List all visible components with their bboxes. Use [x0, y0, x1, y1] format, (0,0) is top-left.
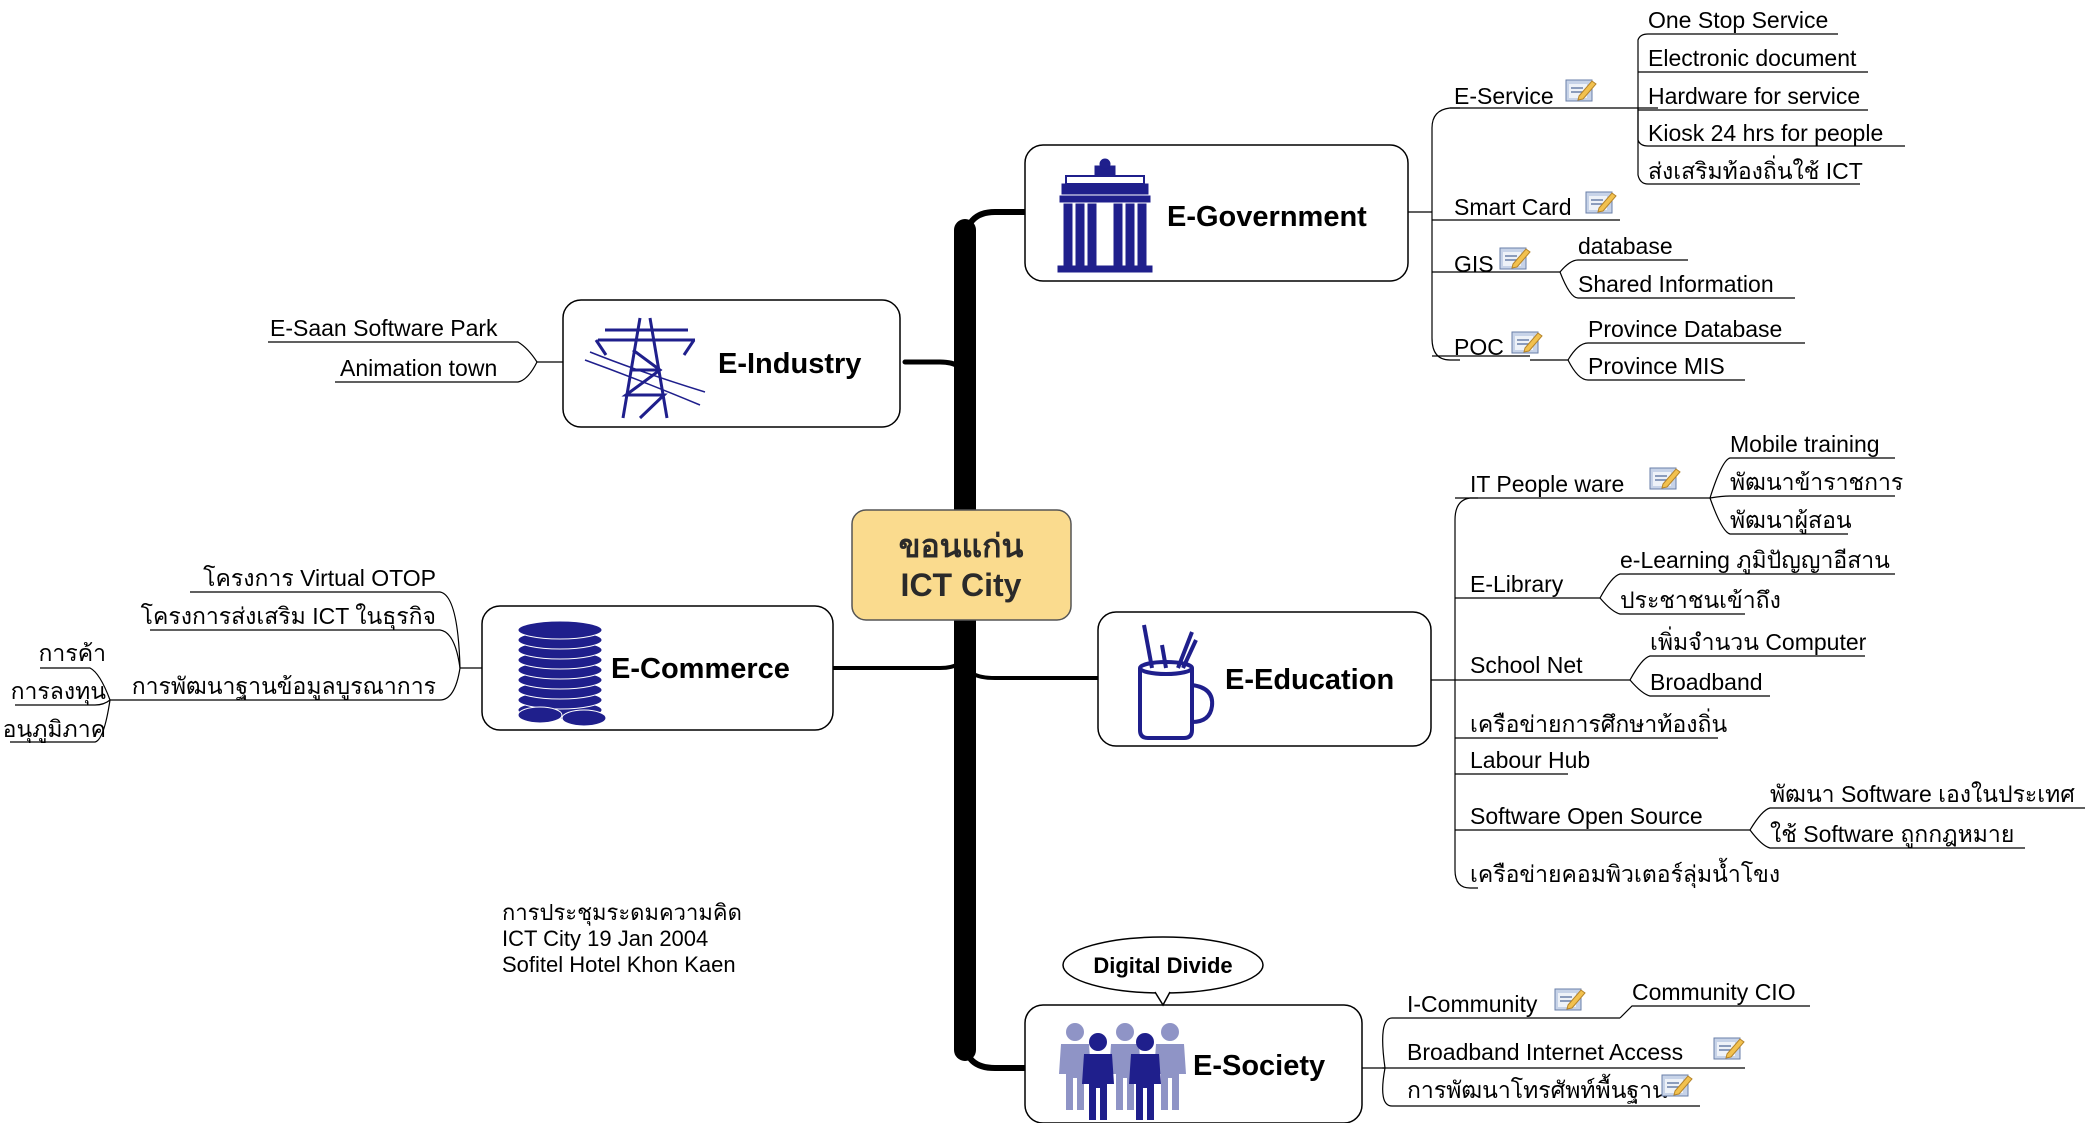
eservice-item-1[interactable]: One Stop Service — [1648, 7, 1828, 33]
broadband-access[interactable]: Broadband Internet Access — [1407, 1039, 1683, 1065]
eservice-item-2[interactable]: Electronic document — [1648, 45, 1857, 71]
ecom-item-1[interactable]: โครงการ Virtual OTOP — [203, 565, 436, 591]
power-tower-icon — [584, 317, 706, 420]
smartcard-label[interactable]: Smart Card — [1454, 194, 1572, 220]
eedu-title: E-Education — [1225, 664, 1394, 696]
ecom-sub-3[interactable]: อนุภูมิภาค — [3, 716, 106, 743]
ecom-title: E-Commerce — [611, 653, 790, 685]
icomm-item-1[interactable]: Community CIO — [1632, 979, 1796, 1005]
library-item-2[interactable]: ประชาชนเข้าถึง — [1620, 587, 1781, 613]
people-group-icon — [1059, 1023, 1186, 1120]
pencil-cup-icon — [1138, 624, 1215, 740]
footnote-line2: ICT City 19 Jan 2004 — [502, 926, 708, 951]
eedu-connectors — [1431, 457, 2085, 889]
note-icon[interactable] — [1499, 247, 1531, 270]
local-network[interactable]: เครือข่ายการศึกษาท้องถิ่น — [1470, 708, 1727, 737]
gis-item-1[interactable]: database — [1578, 233, 1673, 259]
eservice-item-4[interactable]: Kiosk 24 hrs for people — [1648, 120, 1883, 146]
eedu-labels: IT People ware Mobile training พัฒนาข้าร… — [1470, 431, 2075, 888]
esoc-connectors — [1362, 1005, 1810, 1107]
coins-icon — [517, 620, 607, 727]
library-label[interactable]: E-Library — [1470, 571, 1564, 597]
note-icon[interactable] — [1661, 1074, 1693, 1097]
mekong-network[interactable]: เครือข่ายคอมพิวเตอร์ลุ่มน้ำโขง — [1470, 858, 1780, 888]
footnote-line3: Sofitel Hotel Khon Kaen — [502, 952, 736, 977]
poc-item-2[interactable]: Province MIS — [1588, 353, 1725, 379]
eind-connectors — [268, 341, 563, 383]
central-line2: ICT City — [901, 567, 1022, 603]
egov-labels: E-Service One Stop Service Electronic do… — [1454, 7, 1883, 379]
eind-labels: E-Saan Software Park Animation town — [270, 315, 498, 381]
egov-title: E-Government — [1167, 201, 1367, 233]
oss-label[interactable]: Software Open Source — [1470, 803, 1703, 829]
eind-title: E-Industry — [718, 348, 861, 380]
central-topic[interactable]: ขอนแก่น ICT City — [851, 509, 1072, 621]
note-icon[interactable] — [1554, 988, 1586, 1011]
note-icon[interactable] — [1713, 1037, 1745, 1060]
ecom-sub-1[interactable]: การค้า — [39, 640, 107, 666]
digital-divide-callout[interactable]: Digital Divide — [1062, 936, 1264, 1007]
icomm-label[interactable]: I-Community — [1407, 991, 1538, 1017]
eind-item-2[interactable]: Animation town — [340, 355, 497, 381]
esoc-labels: I-Community Community CIO Broadband Inte… — [1407, 979, 1796, 1104]
people-label[interactable]: IT People ware — [1470, 471, 1624, 497]
people-item-2[interactable]: พัฒนาข้าราชการ — [1730, 469, 1903, 495]
egov-node[interactable]: E-Government — [1024, 144, 1409, 282]
eservice-label[interactable]: E-Service — [1454, 83, 1554, 109]
phone-development[interactable]: การพัฒนาโทรศัพท์พื้นฐาน — [1407, 1074, 1668, 1104]
labour-hub[interactable]: Labour Hub — [1470, 747, 1590, 773]
esoc-title: E-Society — [1193, 1050, 1325, 1082]
note-icon[interactable] — [1649, 467, 1681, 490]
esoc-node[interactable]: E-Society — [1024, 1004, 1363, 1124]
footnote-line1: การประชุมระดมความคิด — [502, 900, 742, 926]
ecom-item-2[interactable]: โครงการส่งเสริม ICT ในธุรกิจ — [141, 603, 436, 630]
ecom-labels: โครงการ Virtual OTOP โครงการส่งเสริม ICT… — [3, 565, 436, 743]
callout-text: Digital Divide — [1093, 953, 1232, 978]
schoolnet-item-1[interactable]: เพิ่มจำนวน Computer — [1650, 626, 1867, 655]
schoolnet-label[interactable]: School Net — [1470, 652, 1583, 678]
gis-label[interactable]: GIS — [1454, 251, 1494, 277]
eind-node[interactable]: E-Industry — [562, 299, 901, 428]
poc-label[interactable]: POC — [1454, 334, 1504, 360]
gis-item-2[interactable]: Shared Information — [1578, 271, 1774, 297]
note-icon[interactable] — [1511, 331, 1543, 354]
schoolnet-item-2[interactable]: Broadband — [1650, 669, 1763, 695]
eind-item-1[interactable]: E-Saan Software Park — [270, 315, 498, 341]
oss-item-2[interactable]: ใช้ Software ถูกกฎหมาย — [1770, 821, 2014, 848]
poc-item-1[interactable]: Province Database — [1588, 316, 1782, 342]
note-icon[interactable] — [1565, 79, 1597, 102]
people-item-1[interactable]: Mobile training — [1730, 431, 1880, 457]
note-icon[interactable] — [1585, 191, 1617, 214]
eservice-item-3[interactable]: Hardware for service — [1648, 83, 1860, 109]
oss-item-1[interactable]: พัฒนา Software เองในประเทศ — [1770, 781, 2075, 807]
ecom-node[interactable]: E-Commerce — [481, 605, 834, 731]
ecom-sub-2[interactable]: การลงทุน — [11, 678, 107, 705]
library-item-1[interactable]: e-Learning ภูมิปัญญาอีสาน — [1620, 547, 1890, 574]
people-item-3[interactable]: พัฒนาผู้สอน — [1730, 507, 1852, 534]
meeting-footnote: การประชุมระดมความคิด ICT City 19 Jan 200… — [502, 900, 742, 977]
ecom-item-3[interactable]: การพัฒนาฐานข้อมูลบูรณาการ — [132, 673, 436, 700]
ecom-connectors — [10, 591, 482, 743]
eservice-item-5[interactable]: ส่งเสริมท้องถิ่นใช้ ICT — [1648, 155, 1863, 184]
trunk-connectors — [831, 209, 1100, 1071]
central-line1: ขอนแก่น — [899, 528, 1024, 564]
government-building-icon — [1057, 158, 1153, 273]
eedu-node[interactable]: E-Education — [1097, 611, 1432, 747]
egov-connectors — [1408, 33, 1905, 381]
